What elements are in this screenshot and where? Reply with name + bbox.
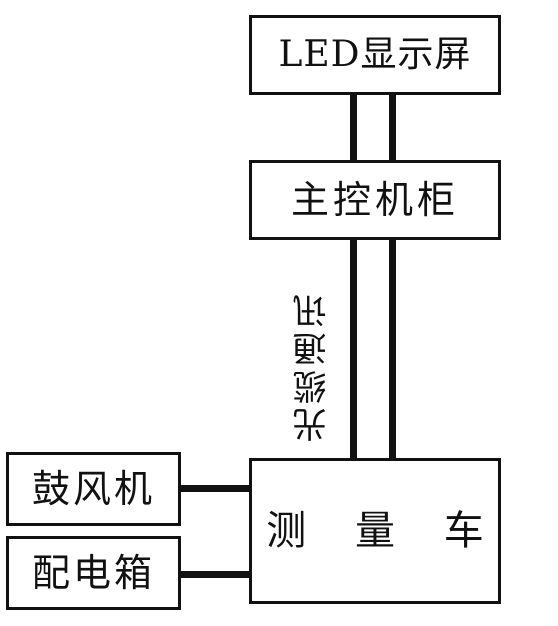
connector-blower-car (181, 485, 249, 492)
measurement-vehicle-box: 测 量 车 (249, 458, 501, 604)
main-cabinet-label: 主控机柜 (290, 178, 459, 222)
led-display-box: LED显示屏 (249, 15, 501, 95)
connector-led-main-right (389, 95, 396, 160)
blower-box: 鼓风机 (6, 452, 181, 526)
led-display-label: LED显示屏 (278, 34, 472, 75)
connector-distribution-box-car (181, 571, 249, 578)
connector-main-car-right (389, 240, 396, 458)
connector-led-main-left (350, 95, 357, 160)
blower-label: 鼓风机 (31, 467, 155, 511)
distribution-box-label: 配电箱 (31, 551, 155, 595)
distribution-box-box: 配电箱 (6, 536, 181, 610)
connector-main-car-left (350, 240, 357, 458)
fiber-communication-label: 光缆通讯 (293, 290, 333, 442)
main-cabinet-box: 主控机柜 (249, 160, 501, 240)
measurement-vehicle-label: 测 量 车 (266, 508, 502, 554)
